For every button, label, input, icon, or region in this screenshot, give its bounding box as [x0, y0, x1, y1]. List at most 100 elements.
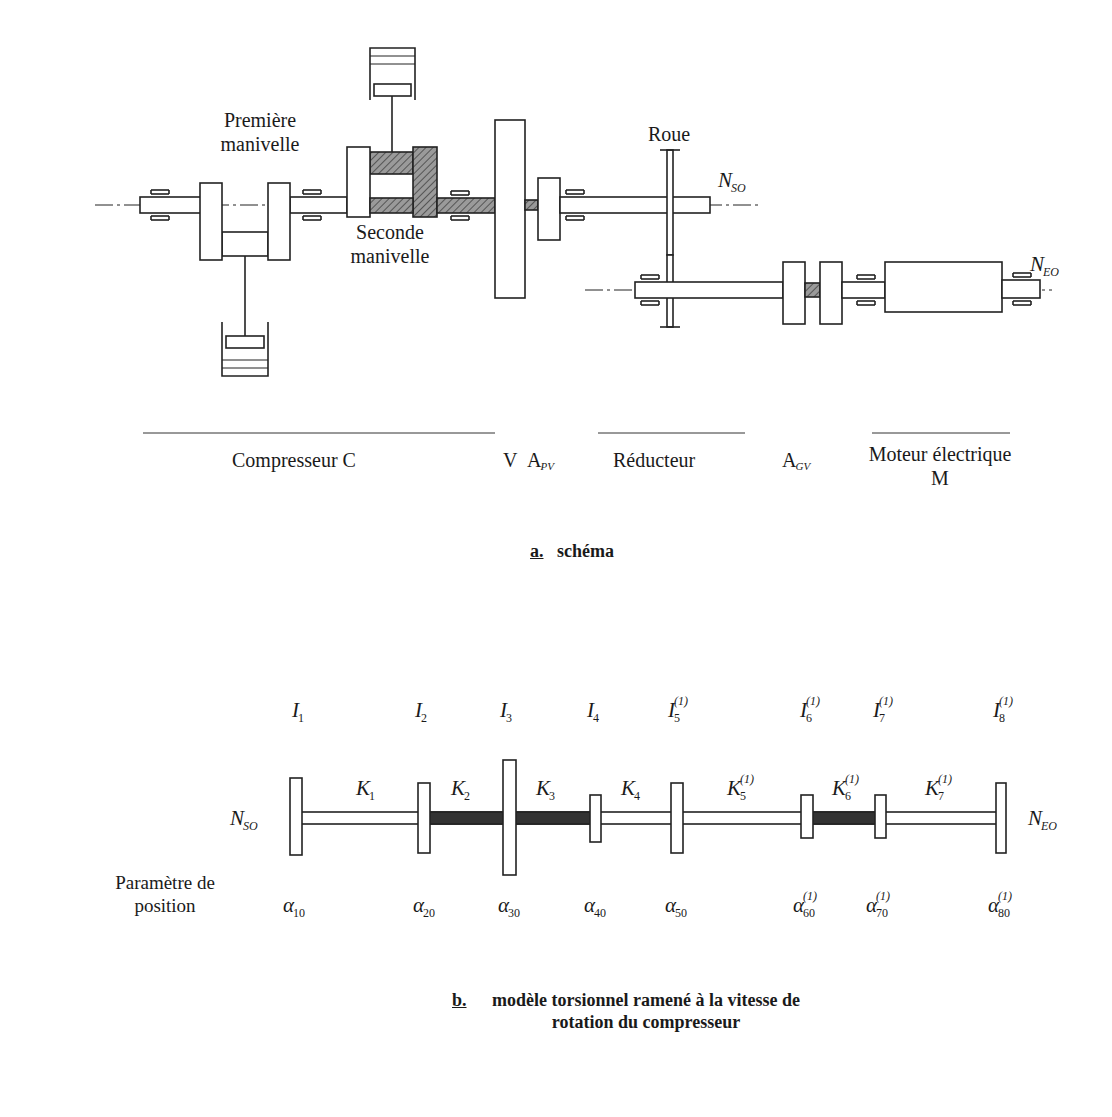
- subscript: 5: [740, 789, 746, 803]
- subscript: 40: [594, 906, 606, 920]
- part-label: Moteur électrique M: [868, 442, 1012, 490]
- compressor-line: [151, 216, 169, 220]
- compressor-line: [151, 190, 169, 194]
- model-shaft-stiff: [807, 812, 879, 824]
- symbol: α: [498, 893, 509, 918]
- subscript: 50: [675, 906, 687, 920]
- section-rules: [872, 433, 1010, 434]
- part-label: Première manivelle: [198, 108, 322, 156]
- shaft: [1002, 280, 1040, 298]
- symbol: I: [993, 698, 1000, 723]
- symbol: K: [356, 776, 370, 801]
- torsional-model: [290, 760, 1006, 875]
- cylinder-line: [370, 56, 415, 57]
- crank-web: [268, 183, 290, 260]
- section-rules: [143, 433, 495, 434]
- symbol: K: [451, 776, 465, 801]
- shaft: [140, 197, 202, 213]
- superscript: (1): [674, 694, 688, 708]
- superscript: (1): [806, 694, 820, 708]
- gear-tick: [660, 149, 680, 151]
- inertia-disk: [996, 783, 1006, 853]
- subscript: 5: [674, 711, 680, 725]
- hub: [525, 200, 538, 210]
- compressor-line: [641, 301, 659, 305]
- cylinder: [370, 48, 415, 100]
- subscript: 1: [369, 789, 375, 803]
- model-shaft: [296, 812, 1001, 824]
- compressor-line: [857, 301, 875, 305]
- section-rules: [598, 433, 745, 434]
- piston: [226, 336, 264, 348]
- subscript: 1: [298, 711, 304, 725]
- compressor-line: [566, 216, 584, 220]
- subscript: 10: [293, 906, 305, 920]
- part-label: A: [527, 448, 541, 472]
- symbol: α: [866, 893, 877, 918]
- symbol: K: [925, 776, 939, 801]
- superscript: (1): [876, 889, 890, 903]
- symbol: α: [413, 893, 424, 918]
- symbol: α: [584, 893, 595, 918]
- symbol: α: [988, 893, 999, 918]
- symbol: I: [800, 698, 807, 723]
- compressor-line: [857, 275, 875, 279]
- piston: [374, 84, 411, 96]
- superscript: (1): [999, 694, 1013, 708]
- subscript: 20: [423, 906, 435, 920]
- cylinder: [222, 322, 268, 376]
- inertia-disk: [290, 778, 302, 855]
- shaft: [290, 197, 347, 213]
- subscript: 3: [506, 711, 512, 725]
- superscript: (1): [845, 772, 859, 786]
- part-label: Compresseur C: [232, 448, 356, 472]
- compressor-line: [303, 216, 321, 220]
- subscript: 2: [464, 789, 470, 803]
- inertia-disk: [503, 760, 516, 875]
- subscript: 4: [593, 711, 599, 725]
- figure-caption: schéma: [557, 541, 614, 563]
- subscript: EO: [1043, 265, 1059, 279]
- superscript: (1): [803, 889, 817, 903]
- part-label: V: [503, 448, 517, 472]
- subscript: 7: [879, 711, 885, 725]
- subscript: 7: [938, 789, 944, 803]
- symbol: I: [873, 698, 880, 723]
- symbol: α: [283, 893, 294, 918]
- gear-wheel: [667, 150, 673, 255]
- subscript: SO: [243, 819, 258, 833]
- compressor-line: [451, 191, 469, 195]
- subscript: 4: [634, 789, 640, 803]
- compressor-line: [95, 48, 1052, 376]
- symbol: I: [668, 698, 675, 723]
- superscript: (1): [740, 772, 754, 786]
- compressor-line: [1013, 301, 1031, 305]
- figure-caption: modèle torsionnel ramené à la vitesse de…: [474, 990, 818, 1033]
- shaft: [842, 282, 885, 298]
- part-label: Roue: [648, 122, 690, 146]
- symbol: N: [718, 168, 732, 193]
- crank-pin: [222, 232, 268, 256]
- crank-web: [347, 147, 370, 217]
- crank-pin: [370, 152, 413, 174]
- subscript: 6: [845, 789, 851, 803]
- flywheel: [495, 120, 525, 298]
- part-label: Paramètre de position: [98, 872, 232, 918]
- cylinder-line: [222, 368, 268, 369]
- inertia-disk: [875, 795, 886, 838]
- part-label: Réducteur: [613, 448, 695, 472]
- subscript: 2: [421, 711, 427, 725]
- symbol: α: [793, 893, 804, 918]
- compressor-line: [566, 190, 584, 194]
- superscript: (1): [998, 889, 1012, 903]
- section-rules: [143, 433, 1010, 434]
- symbol: K: [536, 776, 550, 801]
- crank-web: [413, 147, 437, 217]
- connecting-rod: [391, 96, 393, 152]
- shaft: [370, 198, 413, 213]
- inertia-disk: [418, 783, 430, 853]
- superscript: (1): [938, 772, 952, 786]
- inertia-disk: [801, 795, 813, 838]
- connecting-rod: [244, 256, 246, 336]
